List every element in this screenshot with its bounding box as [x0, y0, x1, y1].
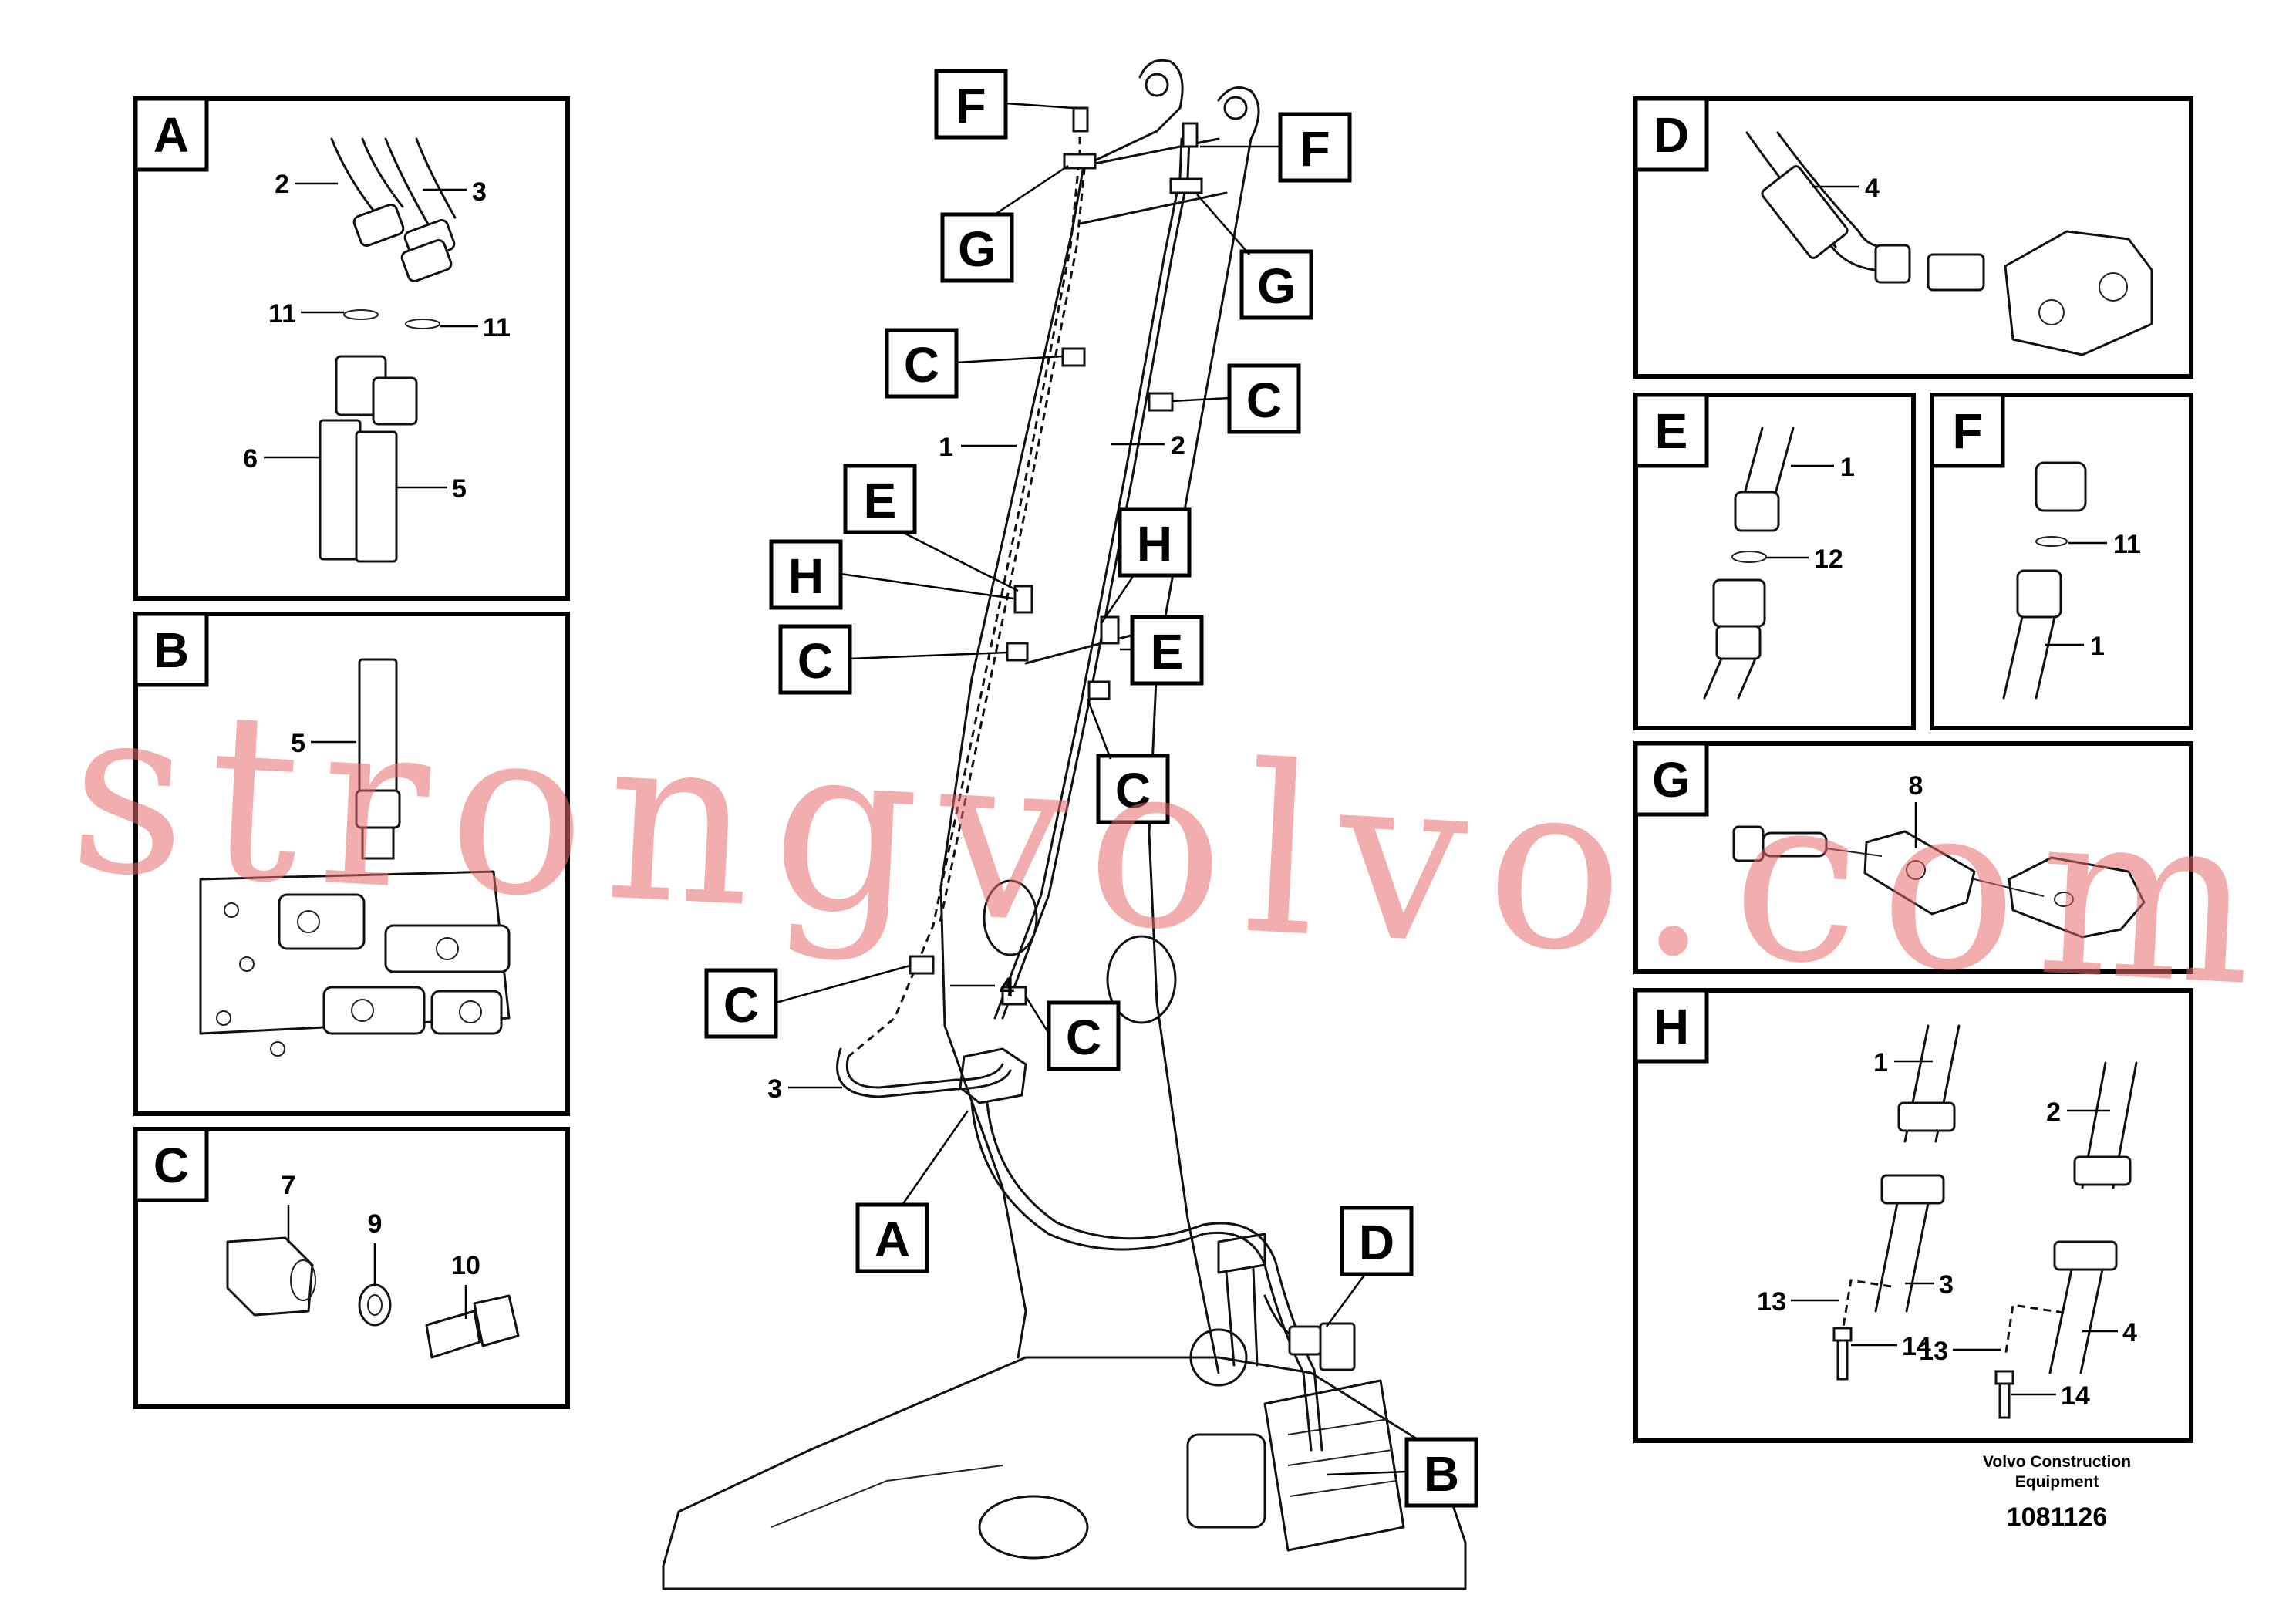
panel-f-label-11: 11: [2113, 530, 2141, 559]
panel-f-tag: F: [1952, 403, 1982, 459]
panel-a-label-6: 6: [243, 444, 258, 474]
panel-e-label-12: 12: [1814, 545, 1843, 574]
panel-a-label-11-left: 11: [268, 299, 296, 329]
panel-h-label-13-right: 13: [1919, 1337, 1948, 1366]
panel-b-tag: B: [153, 622, 189, 678]
main-label-3: 3: [767, 1074, 782, 1104]
panel-e-label-1: 1: [1840, 453, 1855, 482]
panel-a-label-3: 3: [472, 177, 487, 207]
callout-h-right: H: [1137, 516, 1172, 572]
main-assembly-drawing: [662, 59, 1467, 1590]
panel-b-label-5: 5: [291, 729, 305, 758]
panel-h-label-14-right: 14: [2061, 1381, 2090, 1411]
main-callouts: F F G G C C E H H C: [704, 69, 1478, 1508]
callout-c-3: C: [797, 633, 833, 689]
panel-g-tag: G: [1652, 752, 1691, 808]
panel-h-label-4: 4: [2122, 1318, 2137, 1347]
panel-f-label-1: 1: [2090, 632, 2105, 661]
panel-h-label-13-left: 13: [1757, 1287, 1786, 1317]
detail-panel-f: F 11 1: [1930, 393, 2193, 730]
detail-panel-b: B 5: [133, 612, 570, 1116]
panel-a-label-11-right: 11: [483, 313, 511, 342]
panel-d-tag: D: [1654, 107, 1689, 163]
panel-d-label-4: 4: [1865, 174, 1880, 203]
callout-g-left: G: [958, 221, 996, 277]
callout-a: A: [875, 1212, 910, 1267]
panel-e-tag: E: [1655, 403, 1688, 459]
callout-d: D: [1359, 1215, 1394, 1270]
callout-b: B: [1424, 1446, 1459, 1502]
company-name-line-2: Equipment: [2015, 1473, 2099, 1491]
callout-f-right: F: [1300, 121, 1330, 177]
panel-h-label-2: 2: [2046, 1098, 2061, 1127]
callout-e-right: E: [1151, 624, 1184, 679]
callout-c-1: C: [904, 337, 939, 393]
callout-c-5: C: [723, 977, 759, 1033]
panel-c-tag: C: [153, 1138, 189, 1193]
panel-a-label-5: 5: [452, 474, 467, 504]
panel-h-label-1: 1: [1873, 1048, 1888, 1077]
detail-panel-e: E 1 12: [1633, 393, 1916, 730]
main-label-4: 4: [1000, 973, 1014, 1002]
callout-f-left: F: [956, 78, 986, 133]
callout-e-left: E: [864, 473, 897, 528]
main-label-1: 1: [939, 433, 953, 462]
watermark-text: strongvolvo.com: [64, 654, 2281, 1038]
callout-c-4: C: [1115, 763, 1151, 818]
panel-h-label-3: 3: [1939, 1270, 1954, 1300]
detail-panel-g: G 8: [1633, 741, 2193, 974]
panel-c-label-9: 9: [368, 1209, 383, 1239]
main-label-2: 2: [1171, 431, 1185, 460]
detail-panel-c: C 7 9 10: [133, 1127, 570, 1409]
detail-panel-a: A 2 3 11 11 6 5: [133, 96, 570, 601]
detail-panel-d: D 4: [1633, 96, 2193, 379]
document-number: 1081126: [2007, 1502, 2108, 1532]
panel-h-tag: H: [1654, 999, 1689, 1054]
panel-a-tag: A: [153, 107, 189, 163]
panel-c-label-10: 10: [451, 1251, 480, 1280]
callout-h-left: H: [788, 548, 824, 604]
detail-panel-h: H 1 2 3 4 13 14 13 14: [1633, 988, 2193, 1443]
panel-c-label-7: 7: [282, 1171, 296, 1200]
callout-g-right: G: [1257, 258, 1296, 314]
callout-c-6: C: [1066, 1010, 1101, 1065]
callout-c-2: C: [1246, 373, 1282, 428]
panel-g-label-8: 8: [1909, 771, 1923, 801]
company-name-line-1: Volvo Construction: [1983, 1453, 2131, 1471]
panel-h-label-14-left: 14: [1902, 1332, 1931, 1361]
panel-a-label-2: 2: [275, 170, 289, 199]
